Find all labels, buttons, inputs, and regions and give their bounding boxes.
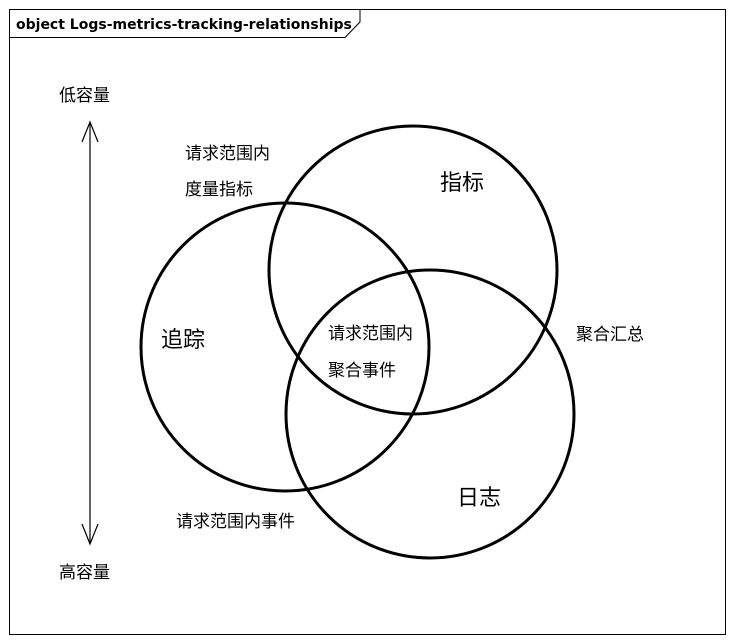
arrow-up-icon	[81, 120, 99, 143]
tracing-circle	[139, 201, 431, 493]
tracing-label: 追踪	[161, 328, 205, 353]
center-label-line1: 请求范围内	[328, 324, 413, 344]
high-volume-label: 高容量	[59, 563, 110, 583]
frame-title-tab	[9, 9, 361, 38]
center-label-line2: 聚合事件	[328, 361, 396, 381]
frame-title: object Logs-metrics-tracking-relationshi…	[16, 17, 352, 33]
tracing-logging-label: 请求范围内事件	[176, 512, 295, 532]
frame-border	[9, 9, 726, 635]
tracing-metrics-label-line1: 请求范围内	[185, 144, 270, 164]
arrow-down-icon	[81, 523, 99, 546]
logging-label: 日志	[457, 486, 501, 511]
low-volume-label: 低容量	[59, 86, 110, 106]
tracing-metrics-label-line2: 度量指标	[185, 180, 253, 200]
metrics-logging-label: 聚合汇总	[576, 325, 644, 345]
metrics-label: 指标	[440, 171, 484, 196]
logging-circle	[284, 268, 576, 560]
